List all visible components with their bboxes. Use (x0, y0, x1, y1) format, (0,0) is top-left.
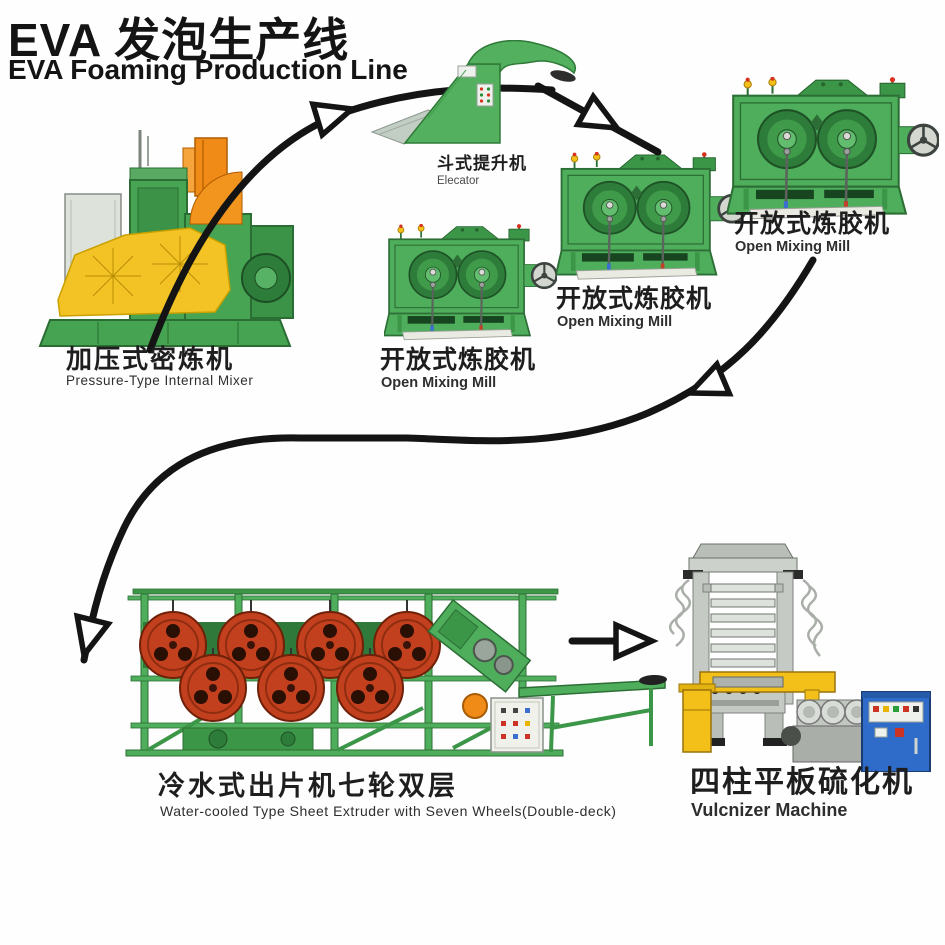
page-title: EVA 发泡生产线 (8, 14, 350, 66)
arrowhead (683, 359, 734, 397)
label-mill-2-zh: 开放式炼胶机 (556, 285, 713, 313)
label-extruder-zh: 冷水式出片机七轮双层 (158, 771, 458, 801)
label-vulcanizer-zh: 四柱平板硫化机 (690, 766, 914, 799)
label-mill-1-en: Open Mixing Mill (381, 375, 497, 391)
label-vulcanizer-en: Vulcnizer Machine (691, 800, 848, 820)
open-mixing-mill-3-illustration (727, 77, 939, 220)
label-mill-2-en: Open Mixing Mill (557, 314, 673, 330)
sheet-extruder-illustration (125, 588, 667, 757)
arrowhead (309, 100, 359, 140)
label-elevator-zh: 斗式提升机 (437, 154, 527, 173)
page-subtitle: EVA Foaming Production Line (8, 54, 408, 85)
label-internal-mixer-en: Pressure-Type Internal Mixer (66, 373, 254, 388)
vulcanizer-illustration (668, 543, 931, 772)
label-mill-1-zh: 开放式炼胶机 (380, 346, 537, 374)
label-elevator-en: Elecator (437, 175, 480, 187)
label-extruder-en: Water-cooled Type Sheet Extruder with Se… (160, 803, 617, 819)
open-mixing-mill-2-illustration (556, 152, 746, 280)
pressure-internal-mixer-illustration (38, 130, 294, 347)
open-mixing-mill-1-illustration (384, 224, 557, 341)
label-mill-3-zh: 开放式炼胶机 (734, 210, 891, 238)
label-internal-mixer-zh: 加压式密炼机 (66, 344, 235, 374)
arrowhead (73, 612, 114, 662)
label-mill-3-en: Open Mixing Mill (735, 239, 851, 255)
